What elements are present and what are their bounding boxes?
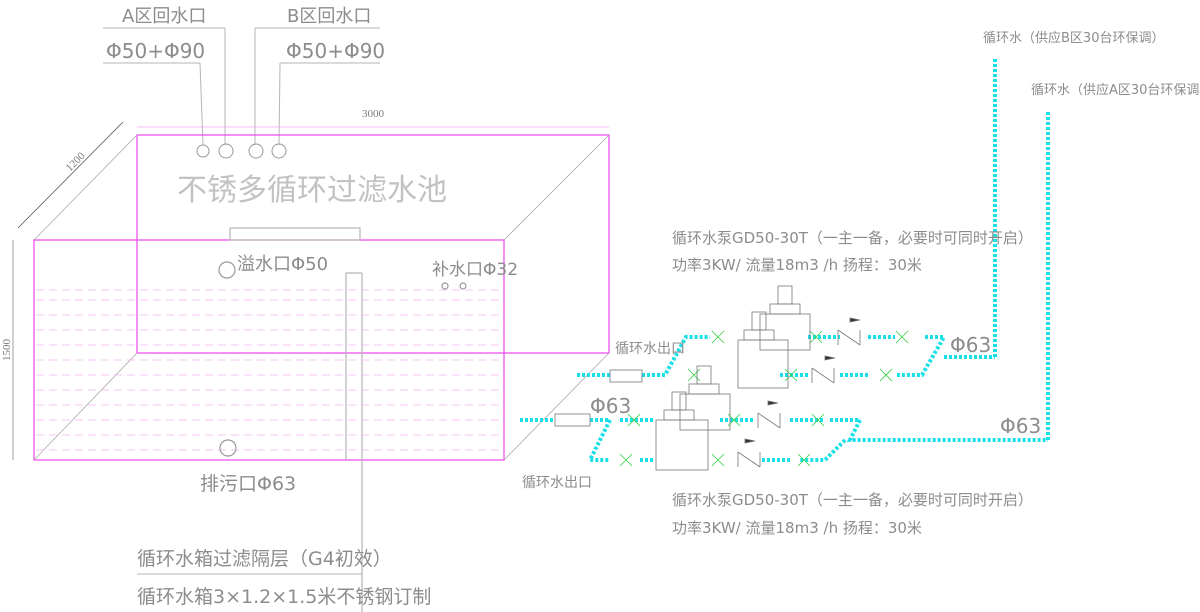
inlet-ports bbox=[196, 143, 287, 159]
filter-tank bbox=[12, 121, 610, 612]
makeup-label: 补水口Φ32 bbox=[432, 260, 518, 280]
pumps bbox=[554, 285, 811, 471]
circulation-pipes bbox=[520, 58, 1050, 462]
dim-width: 1200 bbox=[64, 150, 88, 174]
filter-layer-label: 循环水箱过滤隔层（G4初效） bbox=[137, 548, 392, 570]
inlet-leaders bbox=[103, 27, 380, 146]
outlet-bottom-label: 循环水出口 bbox=[522, 475, 592, 491]
outlet-top-label: 循环水出口 bbox=[615, 341, 685, 357]
pipe-size-bottom-right: Φ63 bbox=[1000, 414, 1041, 438]
check-valves bbox=[737, 317, 861, 468]
valves bbox=[619, 330, 909, 467]
pipe-size-top-right: Φ63 bbox=[950, 333, 991, 357]
pump-bottom-line2: 功率3KW/ 流量18m3 /h 扬程：30米 bbox=[672, 519, 922, 537]
inlet-b-size: Φ50+Φ90 bbox=[286, 39, 385, 63]
inlet-a-size: Φ50+Φ90 bbox=[106, 39, 205, 63]
dim-height: 1500 bbox=[1, 339, 13, 362]
pump-top-line1: 循环水泵GD50-30T（一主一备，必要时可同时开启） bbox=[672, 229, 1033, 247]
inlet-a-label: A区回水口 bbox=[122, 6, 206, 27]
dim-length: 3000 bbox=[362, 108, 385, 120]
pump-top-line2: 功率3KW/ 流量18m3 /h 扬程：30米 bbox=[672, 256, 922, 274]
supply-b-label: 循环水（供应B区30台环保调） bbox=[983, 30, 1164, 46]
tank-spec-label: 循环水箱3×1.2×1.5米不锈钢订制 bbox=[137, 586, 431, 608]
inlet-b-label: B区回水口 bbox=[287, 6, 371, 27]
overflow-label: 溢水口Φ50 bbox=[237, 254, 328, 275]
pump-bottom-line1: 循环水泵GD50-30T（一主一备，必要时可同时开启） bbox=[672, 491, 1033, 509]
pipe-size-top-outlet: Φ63 bbox=[590, 394, 631, 418]
tank-title: 不锈多循环过滤水池 bbox=[177, 173, 447, 208]
drain-label: 排污口Φ63 bbox=[200, 473, 296, 495]
supply-a-label: 循环水（供应A区30台环保调） bbox=[1031, 82, 1200, 98]
